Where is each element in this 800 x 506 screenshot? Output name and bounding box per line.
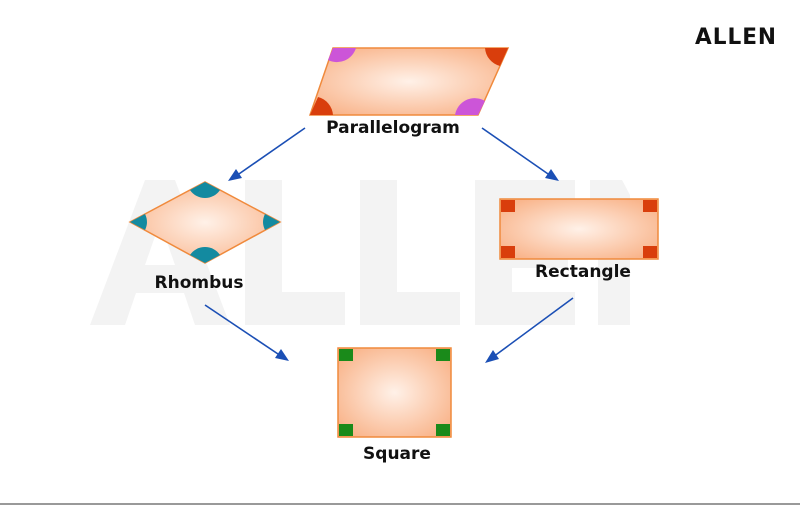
angle-marker [310,97,333,115]
right-angle-marker [339,349,353,361]
right-angle-marker [436,424,450,436]
right-angle-marker [501,246,515,258]
arrow-rhombus-to-square [204,304,289,361]
parallelogram-shape [308,47,510,116]
angle-marker [190,182,220,199]
square-label: Square [363,444,431,464]
rectangle-shape [499,198,659,260]
right-angle-marker [339,424,353,436]
allen-logo: ALLEN [695,25,777,50]
square-shape [337,347,452,438]
angle-marker [328,48,356,63]
right-angle-marker [643,246,657,258]
arrow-parallelogram-to-rhombus [228,127,306,181]
parallelogram-label: Parallelogram [326,118,460,138]
angle-marker [130,214,147,230]
angle-marker [263,214,280,230]
rectangle-label: Rectangle [535,262,631,282]
angle-marker [190,246,220,263]
arrow-parallelogram-to-rectangle [481,127,559,181]
angle-marker [455,98,485,115]
right-angle-marker [501,200,515,212]
right-angle-marker [436,349,450,361]
angle-marker [485,48,508,66]
rhombus-shape [128,181,282,264]
rhombus-label: Rhombus [155,273,244,293]
right-angle-marker [643,200,657,212]
arrow-rectangle-to-square [485,297,574,363]
